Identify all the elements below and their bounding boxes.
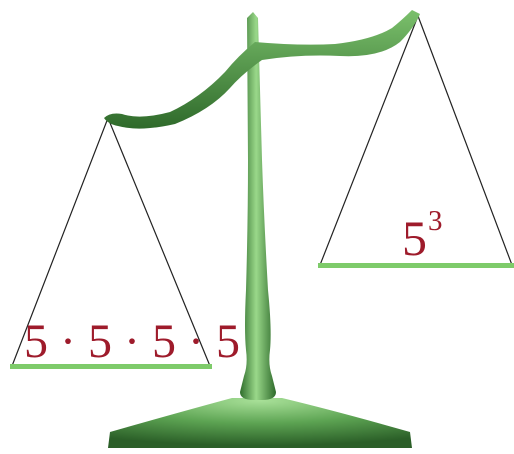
left-string-outer — [11, 117, 109, 367]
right-string-outer — [319, 15, 419, 266]
left-pan-expression: 5 · 5 · 5 · 5 — [24, 318, 240, 366]
scale-beam — [104, 10, 420, 129]
right-pan-exponent: 3 — [428, 205, 443, 237]
right-pan-strings — [319, 15, 513, 266]
scale-post — [240, 12, 276, 400]
left-string-inner — [107, 117, 211, 367]
left-pan — [10, 364, 212, 369]
right-string-inner — [417, 15, 513, 266]
left-pan-strings — [11, 117, 211, 367]
left-pan-expression-text: 5 · 5 · 5 · 5 — [24, 315, 240, 368]
scale-base — [108, 398, 412, 448]
right-pan — [318, 263, 514, 268]
right-pan-expression: 53 — [402, 207, 443, 266]
right-pan-base: 5 — [402, 210, 427, 266]
